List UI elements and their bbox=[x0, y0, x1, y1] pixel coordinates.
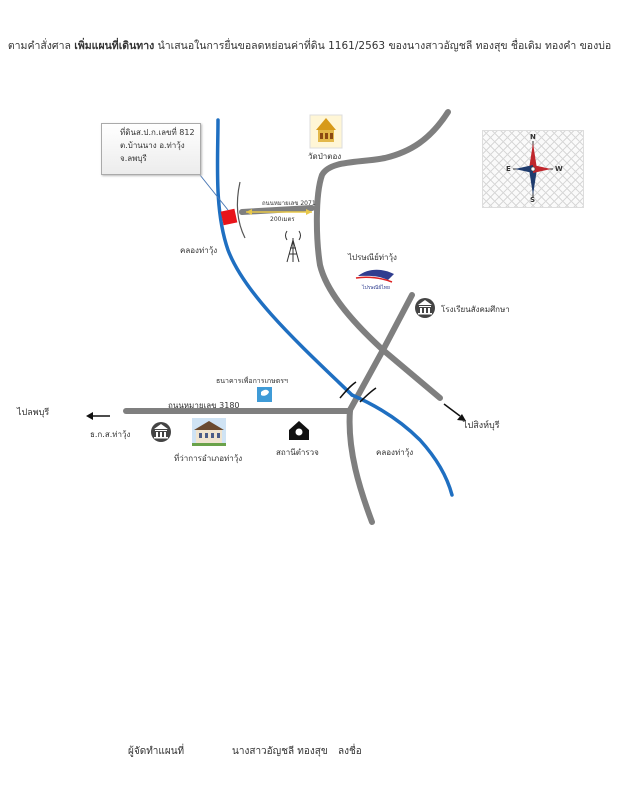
header-prefix: ตามคำสั่งศาล bbox=[7, 40, 71, 52]
post-office-icon: ไปรษณีย์ไทย bbox=[355, 269, 394, 291]
temple-icon bbox=[309, 114, 343, 149]
local-road bbox=[236, 181, 246, 239]
label-distance: 200เมตร bbox=[270, 216, 295, 223]
page-header: ตามคำสั่งศาล เพิ่มแผนที่เดินทาง นำเสนอใน… bbox=[0, 37, 619, 54]
district-office-icon bbox=[192, 418, 226, 446]
bank-icon-top bbox=[415, 298, 435, 318]
compass-rose-icon bbox=[513, 141, 553, 197]
arrow-right bbox=[443, 403, 466, 421]
footer-sign2: นางสาวอัญชลี ทองสุข bbox=[232, 746, 328, 757]
compass-s: S bbox=[530, 196, 536, 204]
footer-sign1: ลงชื่อ bbox=[338, 746, 362, 757]
label-canal-right: คลองท่าวุ้ง bbox=[376, 448, 414, 457]
arrow-left bbox=[86, 412, 110, 420]
label-district-office: ที่ว่าการอำเภอท่าวุ้ง bbox=[174, 454, 243, 463]
river-main bbox=[215, 118, 354, 397]
police-station-icon bbox=[289, 421, 309, 440]
header-bold: เพิ่มแผนที่เดินทาง bbox=[74, 40, 155, 52]
target-plot-marker bbox=[220, 208, 238, 226]
compass-w: W bbox=[555, 165, 563, 173]
svg-text:ไปรษณีย์ไทย: ไปรษณีย์ไทย bbox=[361, 284, 390, 291]
callout-line1: ที่ดินส.ป.ก.เลขที่ 812 bbox=[120, 128, 195, 137]
label-canal-left: คลองท่าวุ้ง bbox=[180, 246, 218, 255]
label-police: สถานีตำรวจ bbox=[276, 448, 319, 457]
callout-line3: จ.ลพบุรี bbox=[120, 154, 147, 163]
header-rest: นำเสนอในการยื่นขอลดหย่อนค่าที่ดิน 1161/2… bbox=[157, 40, 612, 52]
radio-tower-icon bbox=[285, 230, 301, 263]
distance-indicator bbox=[246, 209, 312, 215]
callout-pointer bbox=[199, 174, 229, 211]
label-bank-left: ธ.ก.ส.ท่าวุ้ง bbox=[90, 430, 131, 439]
road-junction bbox=[347, 347, 386, 413]
compass-e: E bbox=[506, 165, 511, 173]
road-south bbox=[346, 407, 375, 525]
rivers bbox=[215, 118, 454, 497]
compass-rose: N S E W bbox=[482, 130, 584, 208]
road-north-east bbox=[380, 292, 415, 353]
label-road-2071: ถนนหมายเลข 2071 bbox=[262, 200, 316, 207]
label-to-right: ไปสิงห์บุรี bbox=[463, 421, 500, 431]
label-bank-kasikorn: ธนาคารเพื่อการเกษตรฯ bbox=[216, 377, 288, 385]
label-temple: วัดป่าตอง bbox=[308, 152, 342, 161]
road-2071 bbox=[313, 109, 451, 353]
kbank-logo-icon bbox=[257, 387, 272, 402]
label-road-3180: ถนนหมายเลข 3180 bbox=[168, 401, 240, 410]
label-post-office: ไปรษณีย์ท่าวุ้ง bbox=[348, 253, 397, 262]
bank-icon-left bbox=[151, 422, 171, 442]
compass-n: N bbox=[530, 133, 536, 141]
road-south-east bbox=[380, 347, 443, 401]
footer-sign3: ผู้จัดทำแผนที่ bbox=[128, 746, 185, 757]
callout-line2: ต.บ้านนาง อ.ท่าวุ้ง bbox=[120, 141, 185, 150]
plot-callout: ที่ดินส.ป.ก.เลขที่ 812 ต.บ้านนาง อ.ท่าวุ… bbox=[101, 123, 201, 175]
label-school-top: โรงเรียนสังคมศึกษา bbox=[441, 305, 510, 314]
river-south bbox=[350, 393, 454, 497]
bridge-mark bbox=[339, 381, 377, 403]
label-to-left: ไปลพบุรี bbox=[17, 408, 50, 418]
